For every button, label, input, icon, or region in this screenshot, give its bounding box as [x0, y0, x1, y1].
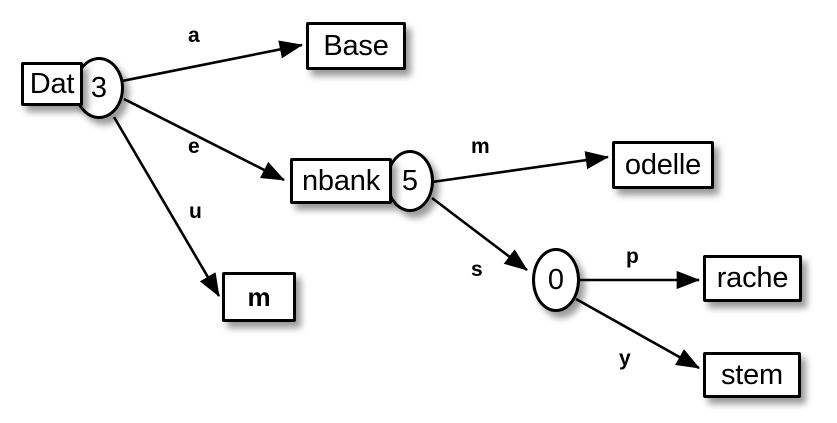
edge-label-m: m: [471, 135, 490, 158]
node-5-ellipse-label: 5: [401, 164, 419, 197]
node-nbank-box-label: nbank: [301, 164, 380, 197]
edge-label-u: u: [189, 200, 202, 223]
node-0-ellipse-label: 0: [547, 263, 565, 296]
node-m-box-label: m: [247, 282, 271, 312]
edge-label-y: y: [619, 347, 631, 370]
node-3-ellipse-label: 3: [90, 71, 108, 104]
edge-label-e: e: [188, 135, 200, 158]
node-odelle-box[interactable]: odelle: [612, 141, 714, 189]
edge-n5-to-odelle: [431, 151, 610, 184]
edge-label-a: a: [188, 24, 200, 47]
edge-label-s: s: [471, 258, 483, 281]
node-odelle-box-label: odelle: [624, 148, 702, 181]
edge-n3-to-n5: [123, 97, 285, 182]
node-dat-box-label: Dat: [29, 67, 75, 100]
node-stem-box-label: stem: [720, 358, 784, 391]
node-dat-box[interactable]: Dat: [21, 62, 83, 106]
edge-label-p: p: [626, 245, 639, 268]
edge-n3-to-m: [112, 116, 221, 297]
node-0-ellipse[interactable]: 0: [532, 248, 580, 312]
node-rache-box[interactable]: rache: [703, 255, 802, 302]
node-nbank-box[interactable]: nbank: [290, 158, 392, 204]
node-stem-box[interactable]: stem: [703, 352, 801, 398]
edge-n5-to-n0: [431, 196, 528, 272]
node-base-box-label: Base: [323, 29, 389, 62]
edge-n0-to-stem: [575, 297, 700, 370]
node-5-ellipse[interactable]: 5: [386, 150, 434, 212]
node-base-box[interactable]: Base: [306, 22, 406, 70]
edge-n3-to-base: [121, 40, 304, 83]
node-rache-box-label: rache: [716, 262, 789, 294]
node-m-box[interactable]: m: [222, 272, 296, 322]
